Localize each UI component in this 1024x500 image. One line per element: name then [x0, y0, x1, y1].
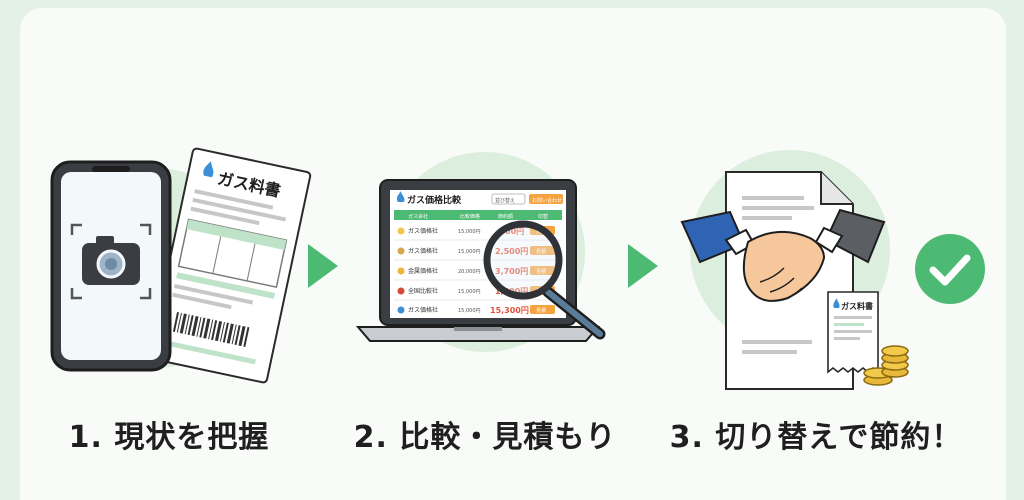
row2-company: ガス価格社	[408, 247, 438, 255]
row5-saving: 15,300円	[490, 306, 529, 315]
row4-price: 15,000円	[458, 289, 481, 295]
flame-logo-icon	[396, 191, 405, 202]
row5-action: 見積	[536, 307, 546, 314]
coin-stack-icon	[863, 345, 909, 386]
row3-action: 見積	[536, 268, 546, 275]
step2-text: 比較・見積もり	[399, 420, 617, 455]
step1-text: 現状を把握	[114, 420, 270, 455]
row2-price: 15,000円	[458, 249, 481, 255]
col-price: 比較価格	[460, 213, 480, 220]
table-row: 金属価格社 20,000円 3,700円 見積	[397, 266, 555, 276]
step2-number: 2.	[353, 420, 388, 455]
step3-label: 3. 切り替えで節約！	[666, 412, 966, 456]
camera-icon	[82, 236, 140, 285]
step1-number: 1.	[68, 420, 103, 455]
table-row: ガス価格社 15,000円 2,500円 見積	[397, 246, 555, 256]
check-icon	[915, 234, 985, 304]
contact-tab-label: お問い合わせ	[532, 197, 562, 204]
magnifying-glass-icon	[483, 220, 606, 340]
row1-company: ガス価格社	[408, 227, 438, 235]
col-company: ガス会社	[408, 213, 428, 220]
row5-company: ガス価格社	[408, 306, 438, 314]
row1-price: 15,000円	[458, 229, 481, 235]
row5-price: 15,000円	[458, 308, 481, 314]
step-arrow-1	[308, 244, 338, 288]
contact-tab	[529, 194, 563, 204]
sort-dropdown	[491, 193, 526, 205]
app-title: ガス価格比較	[407, 194, 462, 206]
col-action: 切替	[538, 213, 548, 220]
row2-action: 見積	[536, 248, 546, 255]
row4-company: 全国比較社	[408, 287, 438, 295]
barcode	[172, 312, 250, 347]
step3-number: 3.	[669, 420, 704, 455]
step-arrow-2	[628, 244, 658, 288]
receipt-flame-icon	[833, 298, 840, 308]
row2-saving: 2,500円	[495, 247, 528, 256]
col-saving: 節約額	[498, 213, 513, 220]
step2-label: 2. 比較・見積もり	[335, 412, 635, 456]
table-header	[394, 210, 562, 220]
gas-receipt: ガス料書	[827, 291, 879, 374]
camera-frame	[70, 223, 152, 300]
smartphone	[50, 160, 172, 372]
flame-icon	[203, 160, 214, 178]
row3-saving: 3,700円	[495, 267, 528, 276]
row3-price: 20,000円	[458, 269, 481, 275]
receipt-title: ガス料書	[841, 301, 873, 311]
dropdown-label: 並び替え	[495, 197, 515, 204]
handshake-icon	[680, 208, 886, 302]
row3-company: 金属価格社	[408, 267, 438, 275]
row1-saving: 00円	[505, 227, 524, 236]
table-row: ガス価格社 15,000円 15,300円 見積	[397, 305, 555, 315]
step3-text: 切り替えで節約！	[715, 420, 963, 455]
step1-label: 1. 現状を把握	[19, 412, 319, 456]
